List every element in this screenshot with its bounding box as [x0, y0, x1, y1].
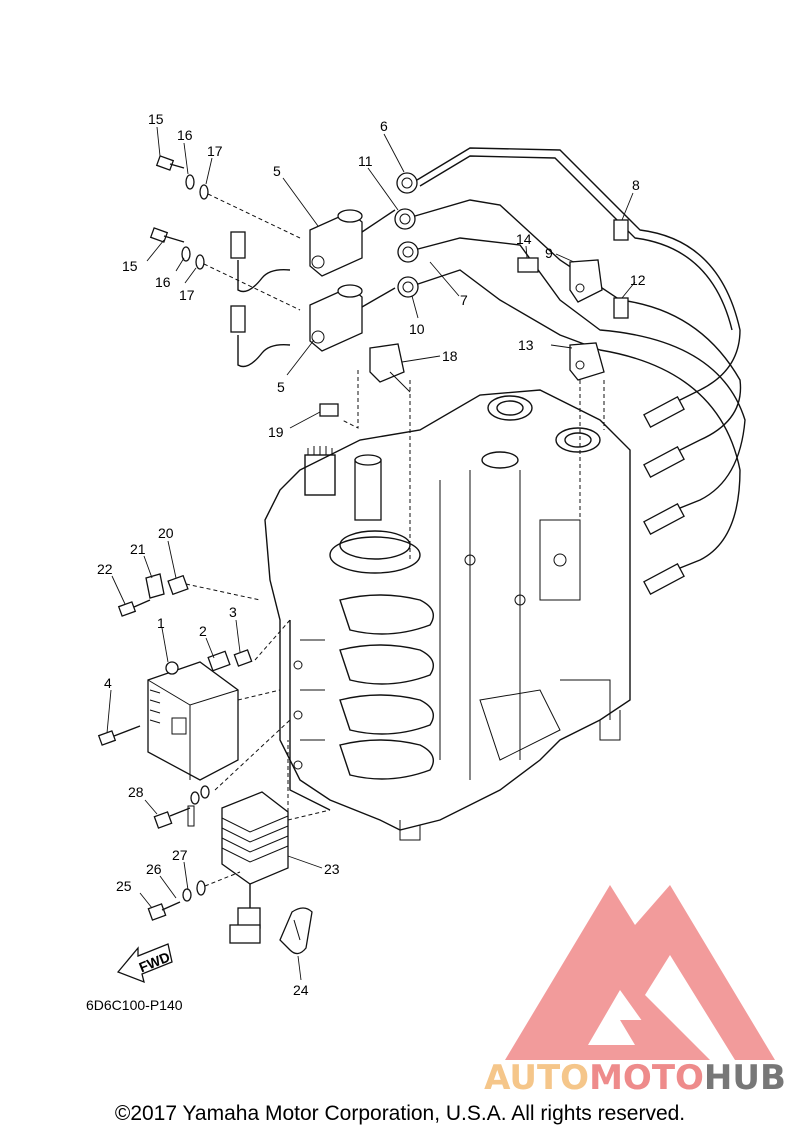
small-parts-cdi	[97, 573, 291, 791]
callout-23: 23	[324, 861, 340, 877]
callout-12: 12	[630, 272, 646, 288]
watermark-hub: HUB	[703, 1058, 786, 1098]
callout-11: 11	[358, 153, 373, 169]
fwd-label: FWD	[137, 949, 173, 976]
small-parts-regulator	[147, 785, 313, 955]
watermark-text: AUTOMOTOHUB	[470, 1058, 800, 1098]
callout-27: 27	[172, 847, 188, 863]
callout-26: 26	[146, 861, 162, 877]
callout-5-lower: 5	[277, 379, 285, 395]
automotohub-logo	[505, 885, 775, 1060]
callout-10: 10	[409, 321, 425, 337]
callout-25: 25	[116, 878, 132, 894]
callout-20: 20	[158, 525, 174, 541]
callout-19: 19	[268, 424, 284, 440]
callout-3: 3	[229, 604, 237, 620]
ignition-coil-upper	[230, 209, 396, 293]
callout-6: 6	[380, 118, 388, 134]
callout-9: 9	[545, 245, 553, 261]
callout-24: 24	[293, 982, 309, 998]
callout-13: 13	[518, 337, 534, 353]
callout-8: 8	[632, 177, 640, 193]
callout-15-lower: 15	[122, 258, 138, 274]
callout-21: 21	[130, 541, 146, 557]
leader-lines	[106, 126, 636, 981]
watermark-auto: AUTO	[484, 1058, 590, 1098]
clamps-and-holders	[319, 219, 629, 560]
callout-numbers: 15 16 17 5 6 11 8 14 9 12 15 16 17 7 10 …	[97, 111, 646, 998]
rectifier-regulator	[221, 740, 331, 944]
callout-5-upper: 5	[273, 163, 281, 179]
callout-14: 14	[516, 231, 532, 247]
logo-triangle-icon	[505, 885, 775, 1060]
diagram-code: 6D6C100-P140	[86, 997, 183, 1013]
callout-16-upper: 16	[177, 127, 193, 143]
ignition-coil-lower	[230, 284, 396, 368]
callout-17-lower: 17	[179, 287, 195, 303]
engine-block	[264, 389, 631, 841]
cdi-unit	[147, 661, 239, 781]
fwd-arrow: FWD	[116, 943, 173, 984]
callout-17-upper: 17	[207, 143, 223, 159]
callout-4: 4	[104, 675, 112, 691]
callout-18: 18	[442, 348, 458, 364]
callout-16-lower: 16	[155, 274, 171, 290]
callout-15-upper: 15	[148, 111, 164, 127]
callout-1: 1	[157, 615, 165, 631]
callout-2: 2	[199, 623, 207, 639]
copyright-notice: ©2017 Yamaha Motor Corporation, U.S.A. A…	[114, 1102, 686, 1125]
callout-22: 22	[97, 561, 113, 577]
spark-plug-caps	[394, 172, 419, 298]
callout-28: 28	[128, 784, 144, 800]
bolts-washers-upper	[149, 155, 301, 311]
watermark-moto: MOTO	[589, 1058, 704, 1098]
callout-7: 7	[460, 292, 468, 308]
